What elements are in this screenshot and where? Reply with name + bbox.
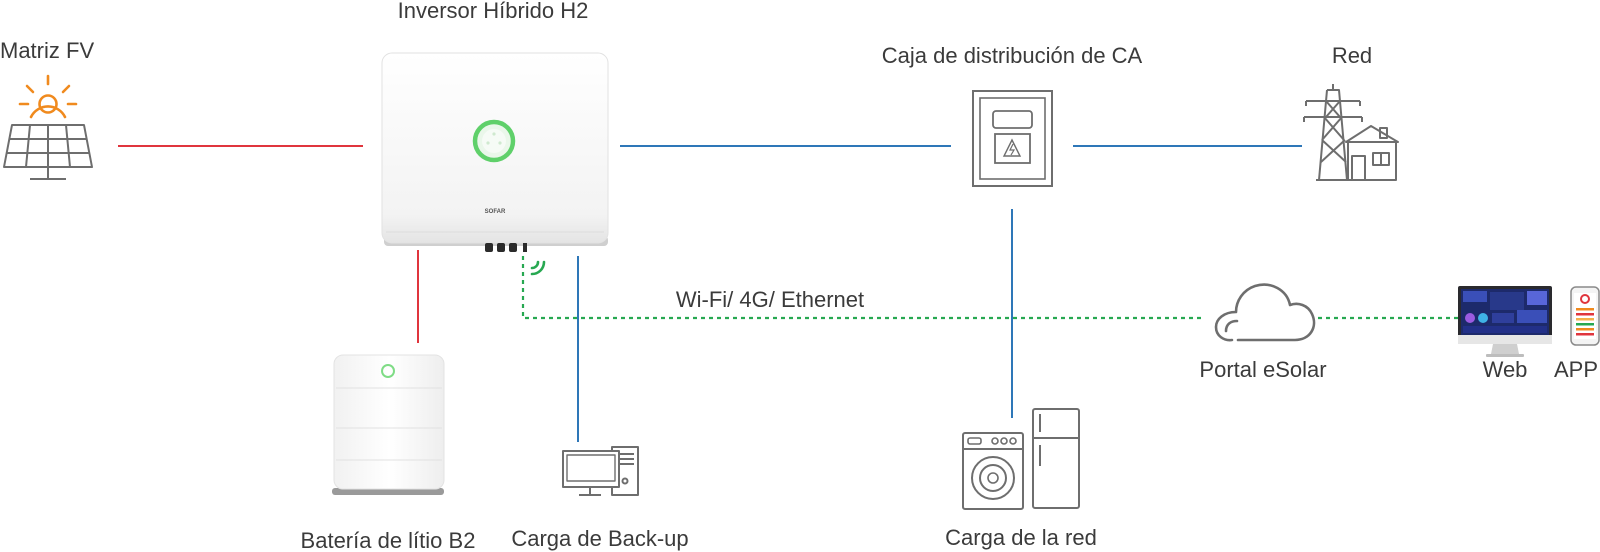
portal-label: Portal eSolar [1199,357,1326,382]
hybrid-inverter: SOFAR [381,52,609,252]
desktop-computer-icon [562,446,639,496]
phone-icon [1570,286,1600,346]
backup-load-label: Carga de Back-up [511,526,688,551]
washer-fridge-icon [962,408,1080,510]
ac-box-label: Caja de distribución de CA [882,43,1143,68]
grid-label: Red [1332,43,1372,68]
communication-dotted-line [521,256,1203,320]
grid-load-label: Carga de la red [945,525,1097,550]
battery-unit [332,354,445,495]
web-label: Web [1483,357,1528,382]
battery-label: Batería de lítio B2 [301,528,476,552]
monitor-icon [1458,286,1552,357]
wifi-signal-icon [530,260,546,276]
app-label: APP [1554,357,1598,382]
distribution-box-icon [972,90,1053,187]
sun-icon [18,74,78,119]
communication-label: Wi-Fi/ 4G/ Ethernet [676,287,864,312]
inverter-brand-logo: SOFAR [485,209,506,215]
connection-lines [118,145,1458,442]
pv-array-label: Matriz FV [0,38,94,63]
cloud-icon [1214,283,1316,342]
inverter-label: Inversor Híbrido H2 [398,0,589,23]
inverter-connectors [485,243,527,252]
solar-panel-icon [3,74,93,180]
power-tower-house-icon [1303,84,1399,181]
battery-led [381,364,395,378]
